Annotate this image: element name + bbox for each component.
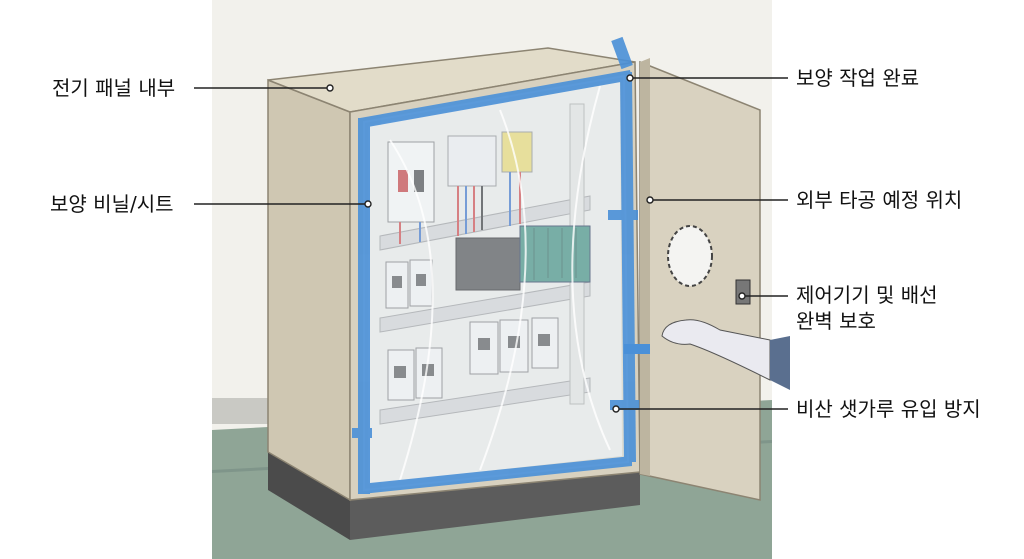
gloved-hand-icon: [624, 319, 790, 390]
label-device-protection-line2: 완벽 보호: [796, 309, 876, 333]
cabinet-plinth: [268, 450, 350, 540]
plc-module-icon: [455, 225, 591, 291]
label-panel-interior: 전기 패널 내부: [52, 76, 176, 100]
contactor-row-bottom: [387, 317, 559, 401]
terminal-block-group: [447, 131, 533, 187]
door-latch-icon: [735, 279, 751, 305]
label-dust-prevention: 비산 샛가루 유입 방지: [796, 397, 981, 421]
cabinet-door-edge: [640, 58, 650, 476]
leader-lines: [194, 77, 788, 410]
label-device-protection: 제어기기 및 배선 완벽 보호: [796, 282, 938, 334]
label-device-protection-line1: 제어기기 및 배선: [796, 283, 938, 307]
cabinet-side: [267, 78, 351, 502]
sheet-fold-lines: [389, 85, 611, 481]
leader-dots: [326, 74, 746, 413]
baseboard: [212, 398, 272, 424]
breaker-icon: [387, 141, 435, 223]
label-protection-done: 보양 작업 완료: [796, 66, 920, 90]
label-protective-sheet: 보양 비닐/시트: [50, 192, 174, 216]
contactor-icon: [385, 259, 433, 309]
drill-hole-icon: [667, 225, 713, 287]
protective-plastic-sheet: [363, 74, 630, 492]
din-rail-3: [379, 377, 591, 425]
blue-tape: [352, 36, 640, 494]
label-drilling-position: 외부 타공 예정 위치: [796, 188, 963, 212]
cabinet-plinth-front: [350, 472, 640, 540]
